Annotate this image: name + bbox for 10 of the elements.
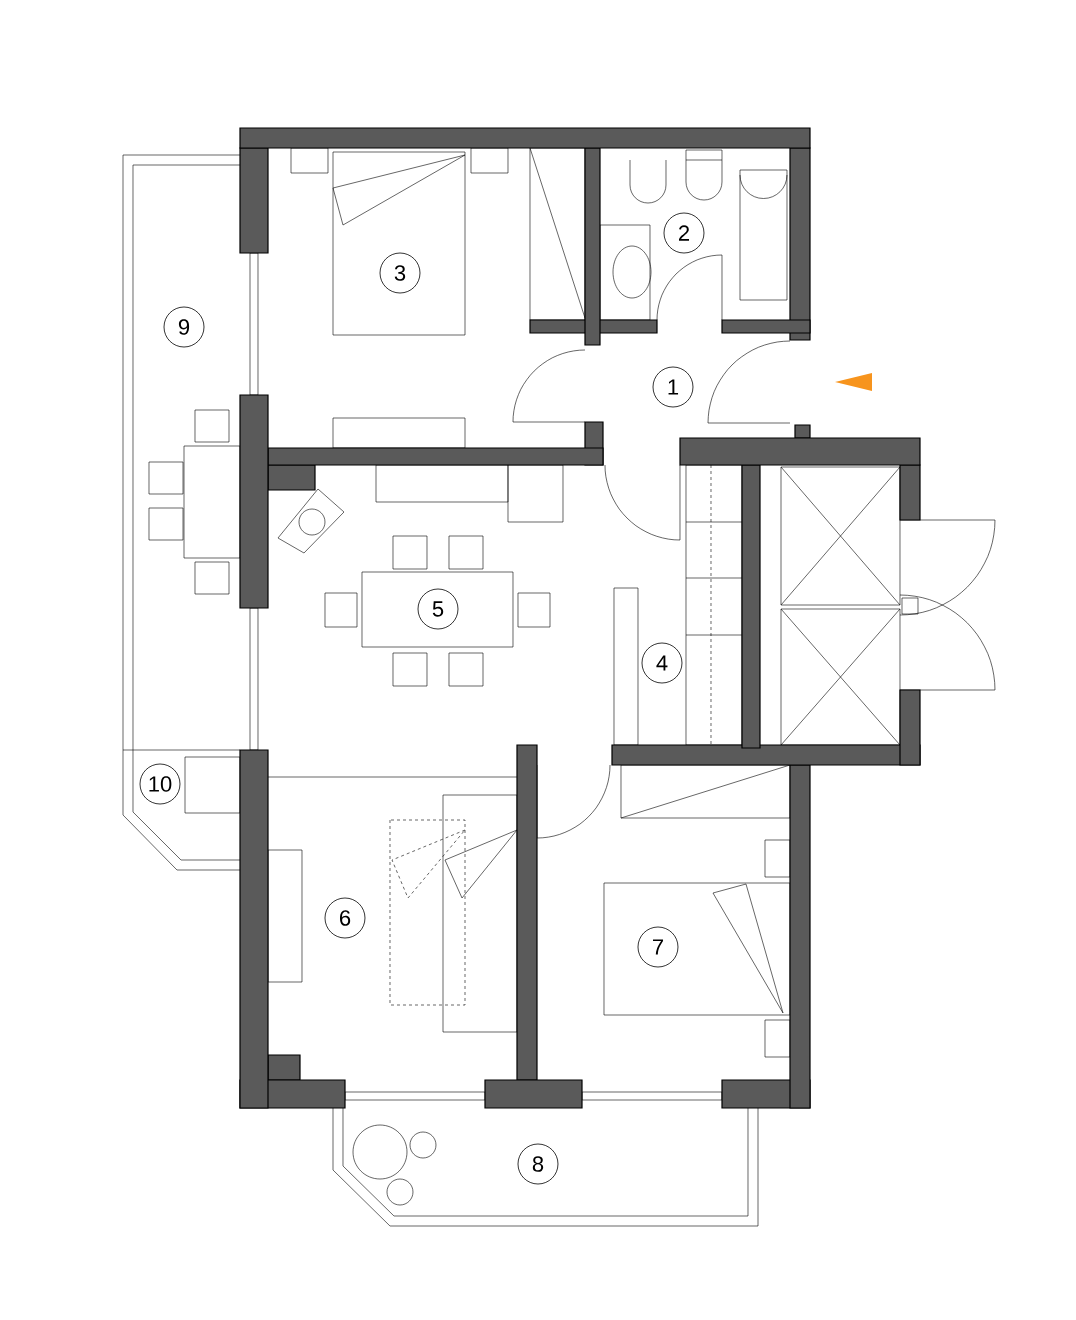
callout-number: 5	[417, 588, 459, 630]
callout-number: 9	[163, 306, 205, 348]
callout-number: 8	[517, 1143, 559, 1185]
callout-number: 4	[641, 642, 683, 684]
callout-number: 2	[663, 212, 705, 254]
callout-number: 6	[324, 897, 366, 939]
callout-number: 10	[139, 763, 181, 805]
callout-number: 1	[652, 366, 694, 408]
callout-number: 3	[379, 252, 421, 294]
callout-number: 7	[637, 926, 679, 968]
